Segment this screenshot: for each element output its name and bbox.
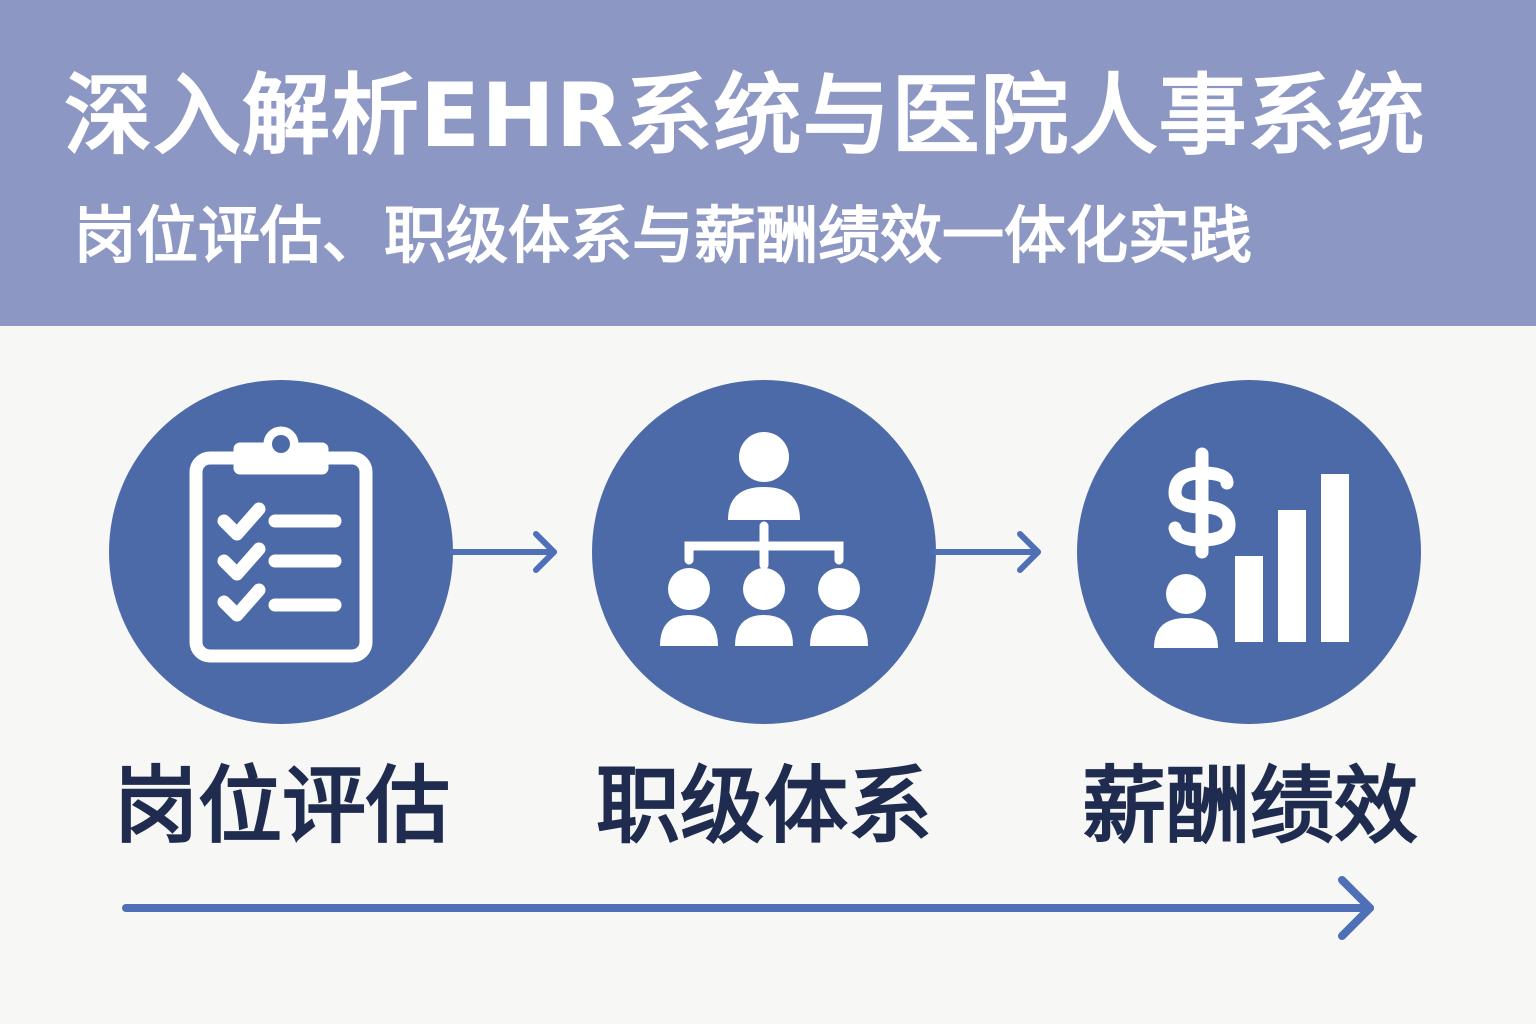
step-label-rank-system: 职级体系 bbox=[595, 757, 932, 855]
clipboard-checklist-icon bbox=[189, 426, 373, 663]
step-label-job-evaluation: 岗位评估 bbox=[113, 757, 450, 855]
step-circle-job-evaluation bbox=[109, 380, 453, 724]
page-subtitle: 岗位评估、职级体系与薪酬绩效一体化实践 bbox=[74, 199, 1253, 272]
org-hierarchy-icon bbox=[660, 432, 868, 646]
page-title: 深入解析EHR系统与医院人事系统 bbox=[64, 64, 1426, 167]
salary-performance-icon bbox=[1154, 447, 1349, 648]
progress-arrow bbox=[122, 876, 1374, 940]
header-banner: 深入解析EHR系统与医院人事系统 岗位评估、职级体系与薪酬绩效一体化实践 bbox=[0, 0, 1536, 326]
step-circle-compensation-performance bbox=[1077, 380, 1421, 724]
step-circle-rank-system bbox=[592, 380, 936, 724]
arrow-step1-to-step2 bbox=[449, 531, 557, 573]
step-label-compensation-performance: 薪酬绩效 bbox=[1081, 757, 1418, 855]
arrow-step2-to-step3 bbox=[931, 531, 1041, 573]
